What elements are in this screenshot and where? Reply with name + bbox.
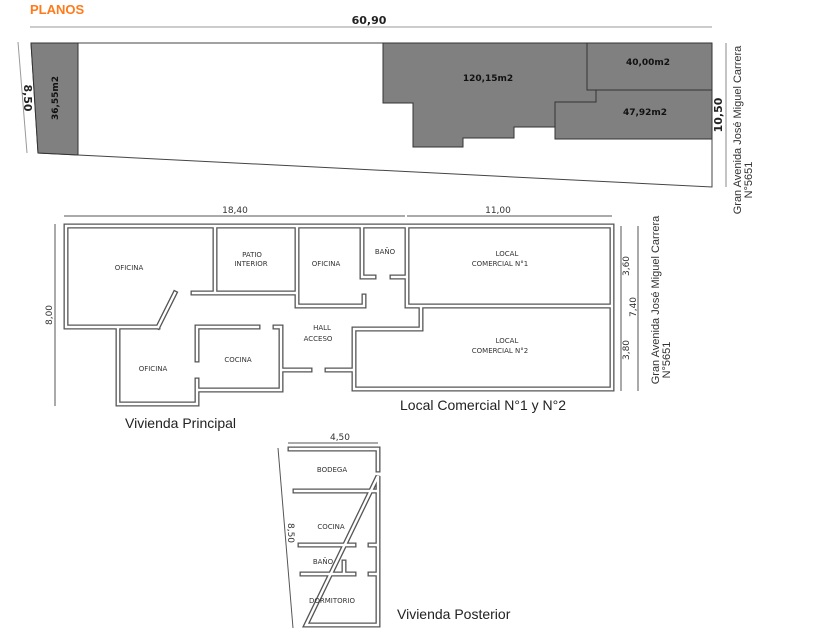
room-hall-line1: HALL <box>313 324 331 332</box>
street-name-2: Gran Avenida José Miguel Carrera <box>650 215 662 384</box>
site-plan: 60,90 8,50 36,55m2 120,15m2 40,00m2 47,9… <box>17 14 755 214</box>
dim-right-width: 11,00 <box>485 206 511 216</box>
room-local-1-line2: COMERCIAL N°1 <box>472 260 528 268</box>
room-oficina-2: OFICINA <box>312 260 341 268</box>
area-label-local-2: 47,92m2 <box>623 108 667 118</box>
caption-local-comercial: Local Comercial N°1 y N°2 <box>400 397 566 413</box>
rear-floor-plan: 4,50 8,50 BODEGA COCINA BAÑO DORMITORIO … <box>277 433 511 629</box>
room-oficina-1: OFICINA <box>115 264 144 272</box>
room-oficina-3: OFICINA <box>139 365 168 373</box>
room-dormitorio: DORMITORIO <box>309 597 356 605</box>
room-cocina: COCINA <box>224 356 252 364</box>
area-rear <box>30 42 79 156</box>
site-right-dim: 10,50 <box>712 97 725 132</box>
dim-local-1: 3,60 <box>622 256 632 276</box>
walls <box>63 223 615 407</box>
room-bano-rear: BAÑO <box>313 557 334 566</box>
caption-vivienda-posterior: Vivienda Posterior <box>397 606 511 622</box>
room-bodega: BODEGA <box>317 466 347 474</box>
dim-rear-width: 4,50 <box>330 433 350 443</box>
dim-left-width: 18,40 <box>222 206 248 216</box>
area-local-2 <box>554 89 713 140</box>
dim-total: 7,40 <box>629 297 639 317</box>
site-left-dim: 8,50 <box>21 84 34 111</box>
area-local-1 <box>586 42 713 91</box>
caption-vivienda-principal: Vivienda Principal <box>125 415 236 431</box>
street-number: N°5651 <box>743 162 755 199</box>
main-floor-plan: 18,40 11,00 8,00 3,60 3,80 7,40 Gran Ave… <box>45 206 673 431</box>
room-hall-line2: ACCESO <box>304 335 333 343</box>
room-local-2-line1: LOCAL <box>496 337 519 345</box>
room-patio-line1: PATIO <box>242 251 262 259</box>
dim-depth: 8,00 <box>45 305 55 325</box>
room-bano: BAÑO <box>375 247 396 256</box>
street-number-2: N°5651 <box>661 342 673 379</box>
rear-walls <box>287 446 381 628</box>
room-local-2-line2: COMERCIAL N°2 <box>472 347 528 355</box>
street-name: Gran Avenida José Miguel Carrera <box>732 45 744 214</box>
dim-local-2: 3,80 <box>622 340 632 360</box>
left-dimension-line <box>17 41 28 154</box>
page-title: PLANOS <box>30 2 85 17</box>
area-label-main: 120,15m2 <box>463 74 513 84</box>
dim-line-rear-depth <box>277 447 294 629</box>
room-cocina-rear: COCINA <box>317 523 345 531</box>
area-label-local-1: 40,00m2 <box>626 58 670 68</box>
area-label-rear: 36,55m2 <box>51 76 61 120</box>
dim-rear-depth: 8,50 <box>285 523 295 543</box>
room-patio-line2: INTERIOR <box>234 260 267 268</box>
site-width-dim: 60,90 <box>352 14 387 27</box>
room-local-1-line1: LOCAL <box>496 250 519 258</box>
